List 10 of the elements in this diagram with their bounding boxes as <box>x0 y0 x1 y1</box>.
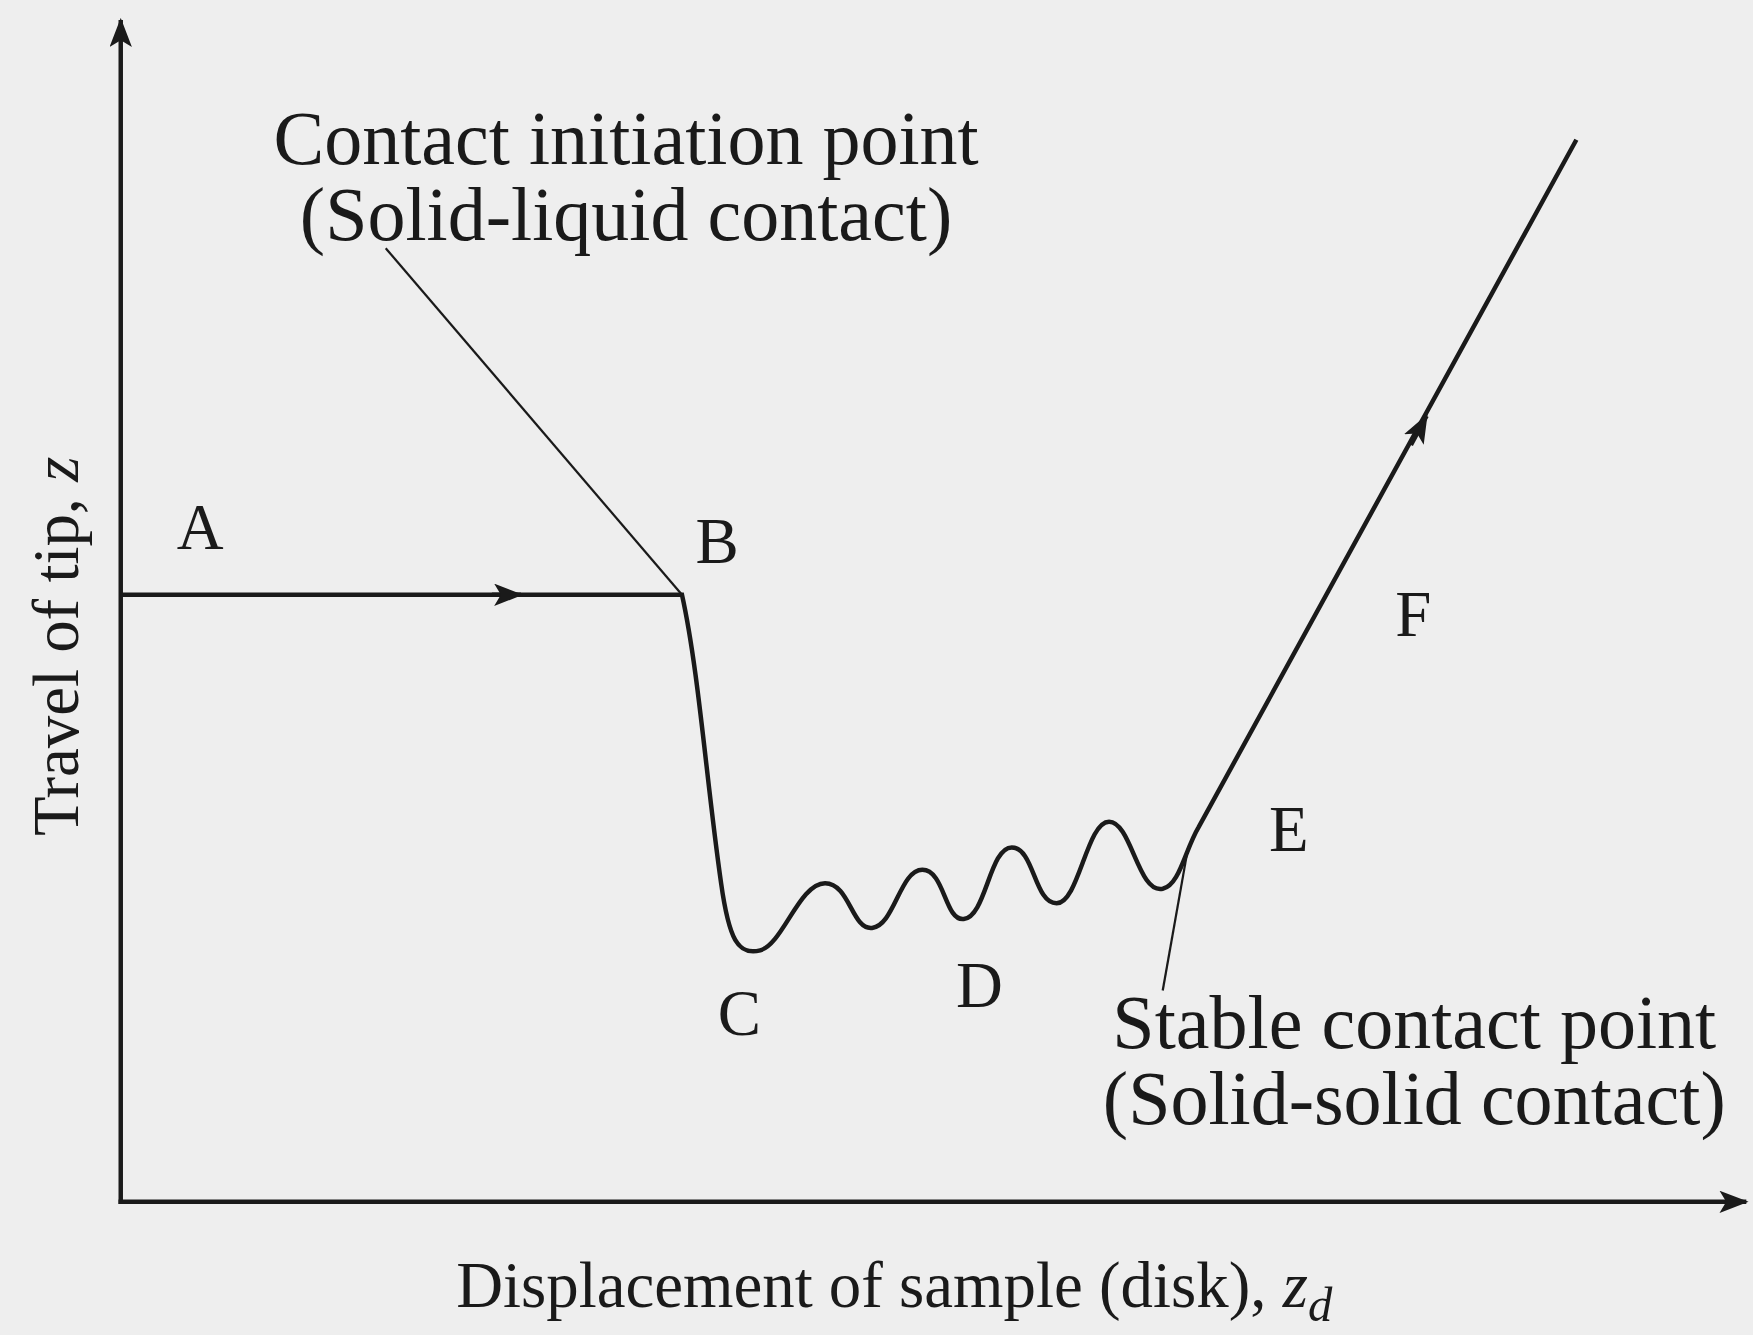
point-label: A <box>176 494 224 562</box>
leader-line <box>384 247 683 596</box>
point-label: F <box>1395 581 1432 649</box>
point-label: B <box>695 508 739 576</box>
axis-title: Displacement of sample (disk), z$_{d}$ <box>456 1251 1333 1333</box>
leader-line <box>1161 851 1189 991</box>
point-label: E <box>1268 796 1309 864</box>
point-label: D <box>955 952 1003 1020</box>
point-label: C <box>717 980 761 1048</box>
axis-title: Travel of tip, z <box>22 456 90 836</box>
